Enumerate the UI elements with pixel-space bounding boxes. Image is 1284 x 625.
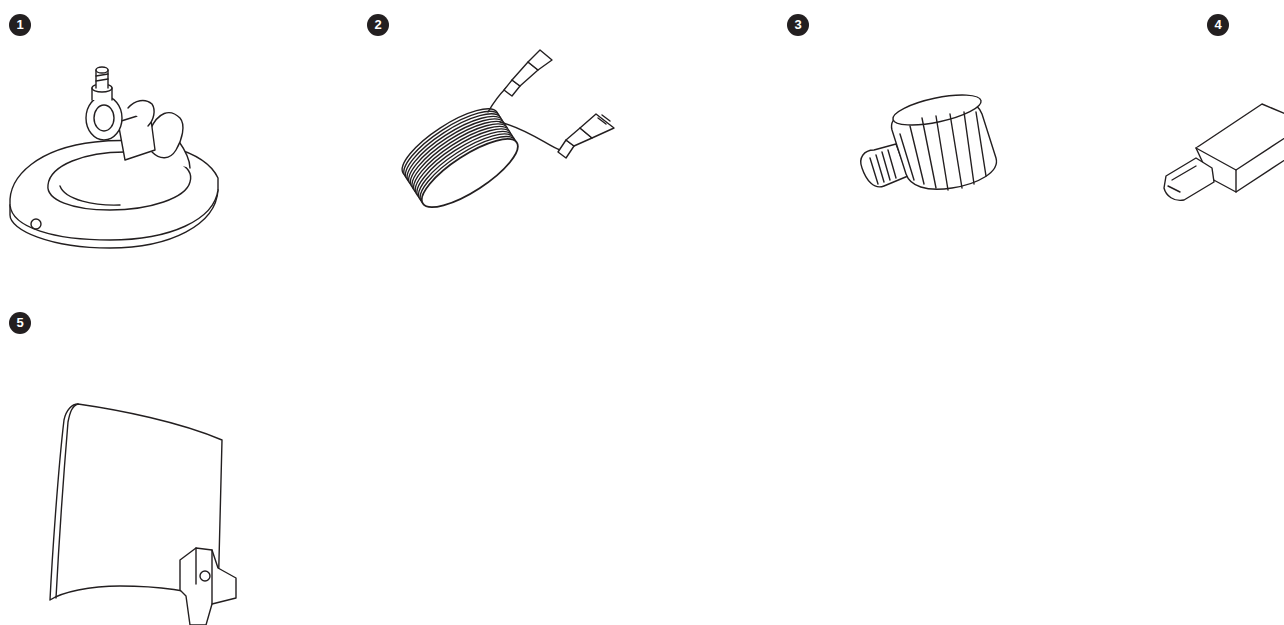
usb-adapter-illustration [1164, 104, 1284, 200]
usb-cable-illustration [393, 50, 614, 219]
pop-shield-illustration [50, 404, 236, 625]
callout-number: 4 [1207, 14, 1229, 36]
desk-stand-illustration [10, 67, 218, 248]
thread-adapter-illustration [861, 89, 997, 190]
callout-number: 2 [367, 14, 389, 36]
callout-number: 3 [787, 14, 809, 36]
callout-number: 1 [9, 14, 31, 36]
callout-number: 5 [9, 312, 31, 334]
